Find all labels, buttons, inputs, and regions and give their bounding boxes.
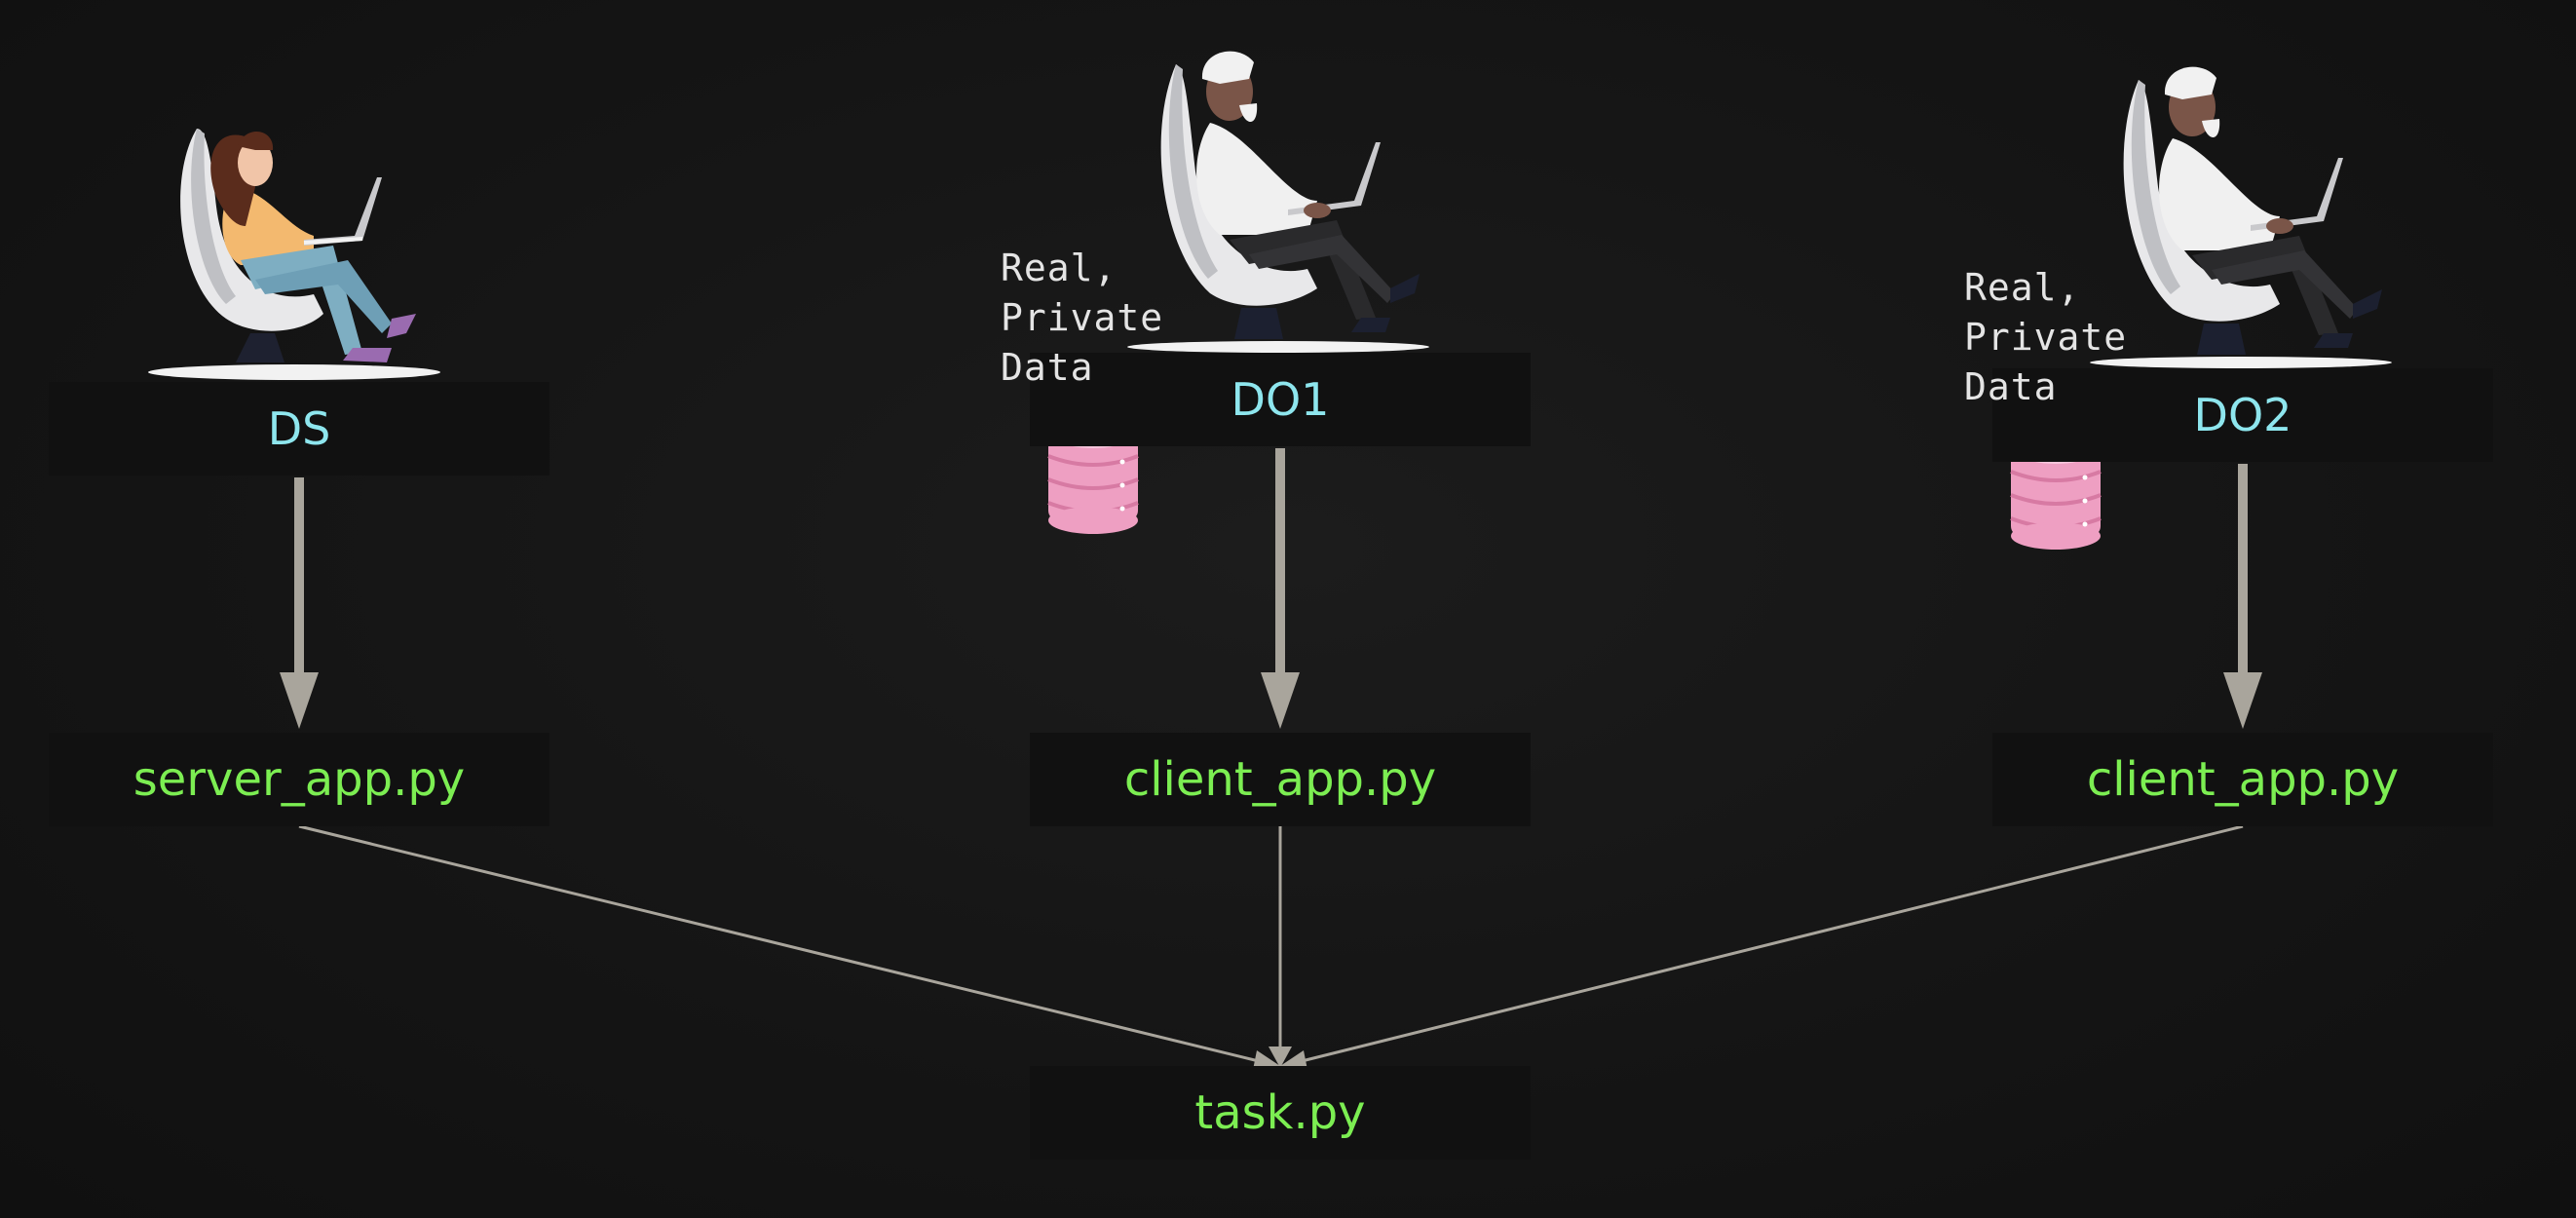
- do1-person-icon: [1127, 51, 1429, 353]
- note-line: Private: [1964, 316, 2128, 359]
- task-box: task.py: [1030, 1066, 1531, 1160]
- note-line: Data: [1964, 365, 2058, 408]
- arrow-client2-to-task: [1280, 824, 2244, 1070]
- note-line: Real,: [1964, 266, 2081, 309]
- do2-person-icon: [2090, 66, 2392, 368]
- arrow-client1-to-task: [1269, 826, 1292, 1068]
- ds-box: DS: [49, 382, 549, 476]
- client-app-1-label: client_app.py: [1123, 752, 1437, 807]
- ds-label: DS: [267, 402, 331, 455]
- ds-person-icon: [146, 127, 442, 382]
- arrow-ds-to-server: [280, 477, 319, 729]
- task-label: task.py: [1194, 1085, 1366, 1140]
- arrow-do1-to-client: [1261, 448, 1300, 729]
- do2-label: DO2: [2193, 389, 2292, 441]
- do2-data-note: Real, Private Data: [1964, 263, 2127, 412]
- client-app-1-box: client_app.py: [1030, 733, 1531, 826]
- do2-box: DO2: [1992, 368, 2493, 462]
- note-line: Data: [1001, 346, 1094, 389]
- arrow-server-to-task: [298, 824, 1280, 1070]
- do1-box: DO1: [1030, 353, 1531, 446]
- do1-data-note: Real, Private Data: [1001, 244, 1163, 393]
- note-line: Real,: [1001, 247, 1118, 289]
- note-line: Private: [1001, 296, 1164, 339]
- arrow-do2-to-client: [2223, 464, 2262, 729]
- server-app-label: server_app.py: [133, 752, 466, 807]
- server-app-box: server_app.py: [49, 733, 549, 826]
- client-app-2-box: client_app.py: [1992, 733, 2493, 826]
- client-app-2-label: client_app.py: [2086, 752, 2400, 807]
- do1-label: DO1: [1231, 373, 1330, 426]
